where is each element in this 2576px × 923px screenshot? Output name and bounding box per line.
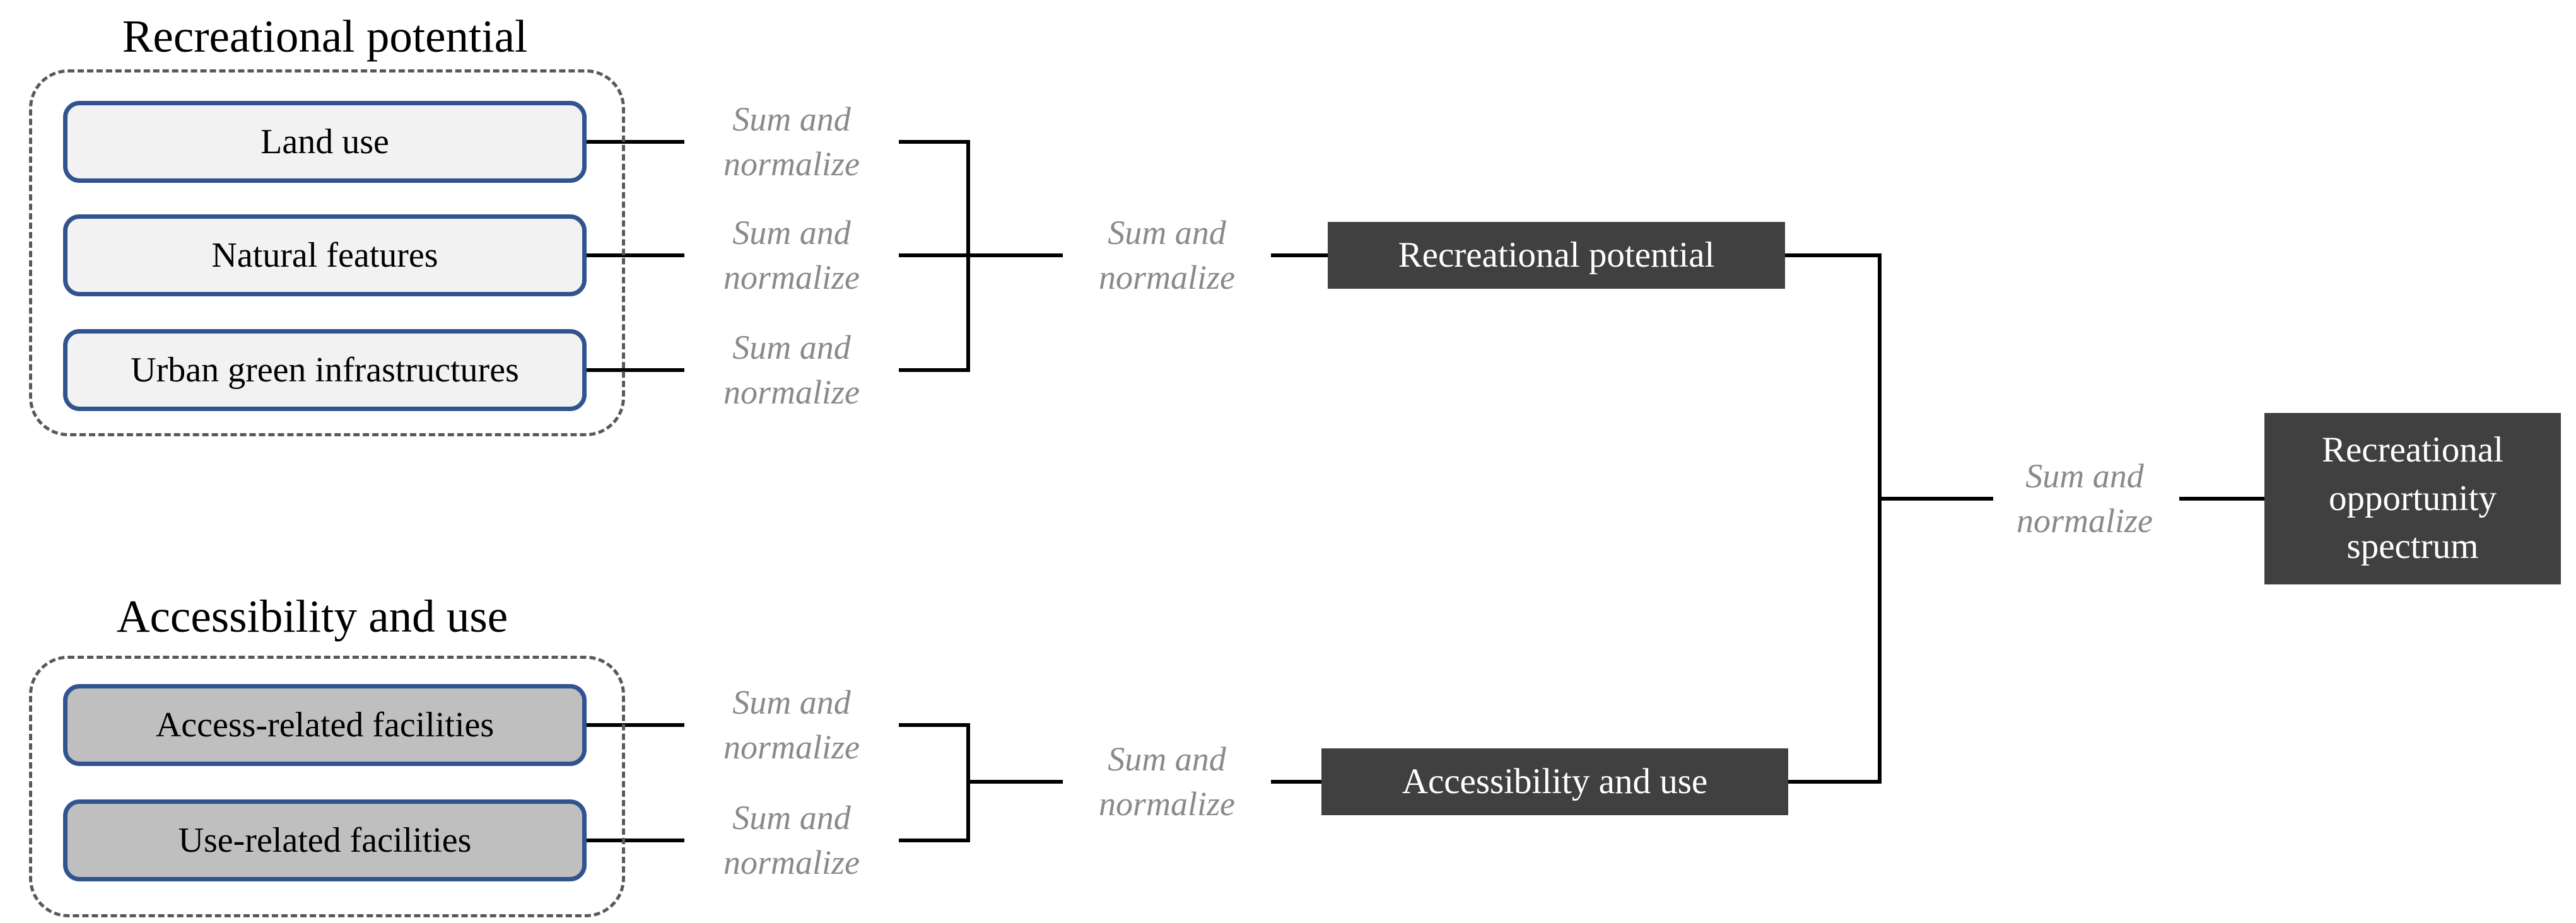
sum-normalize-label: Sum and normalize <box>723 214 860 297</box>
connector <box>1785 253 1882 784</box>
group-container-accessibility-and-use <box>29 656 625 917</box>
indicator-box-natural-features: Natural features <box>63 214 587 296</box>
group-title-recreational-potential: Recreational potential <box>122 11 528 62</box>
sum-normalize-label: Sum and normalize <box>723 328 860 412</box>
indicator-box-access-related-facilities: Access-related facilities <box>63 684 587 766</box>
group-container-recreational-potential <box>29 69 625 436</box>
aggregate-box-recreational-potential: Recreational potential <box>1328 222 1785 289</box>
sum-normalize-label: Sum and normalize <box>723 100 860 183</box>
sum-normalize-label: Sum and normalize <box>2017 457 2153 540</box>
indicator-box-land-use: Land use <box>63 101 587 183</box>
sum-normalize-label: Sum and normalize <box>723 683 860 767</box>
connector <box>899 723 970 842</box>
output-box-recreational-opportunity-spectrum: Recreational opportunity spectrum <box>2264 413 2561 584</box>
group-title-accessibility-and-use: Accessibility and use <box>116 591 508 642</box>
indicator-box-urban-green-infrastructures: Urban green infrastructures <box>63 329 587 411</box>
sum-normalize-label: Sum and normalize <box>723 799 860 882</box>
sum-normalize-label: Sum and normalize <box>1099 740 1235 823</box>
aggregate-box-accessibility-and-use: Accessibility and use <box>1321 748 1788 815</box>
indicator-box-use-related-facilities: Use-related facilities <box>63 799 587 881</box>
sum-normalize-label: Sum and normalize <box>1099 214 1235 297</box>
